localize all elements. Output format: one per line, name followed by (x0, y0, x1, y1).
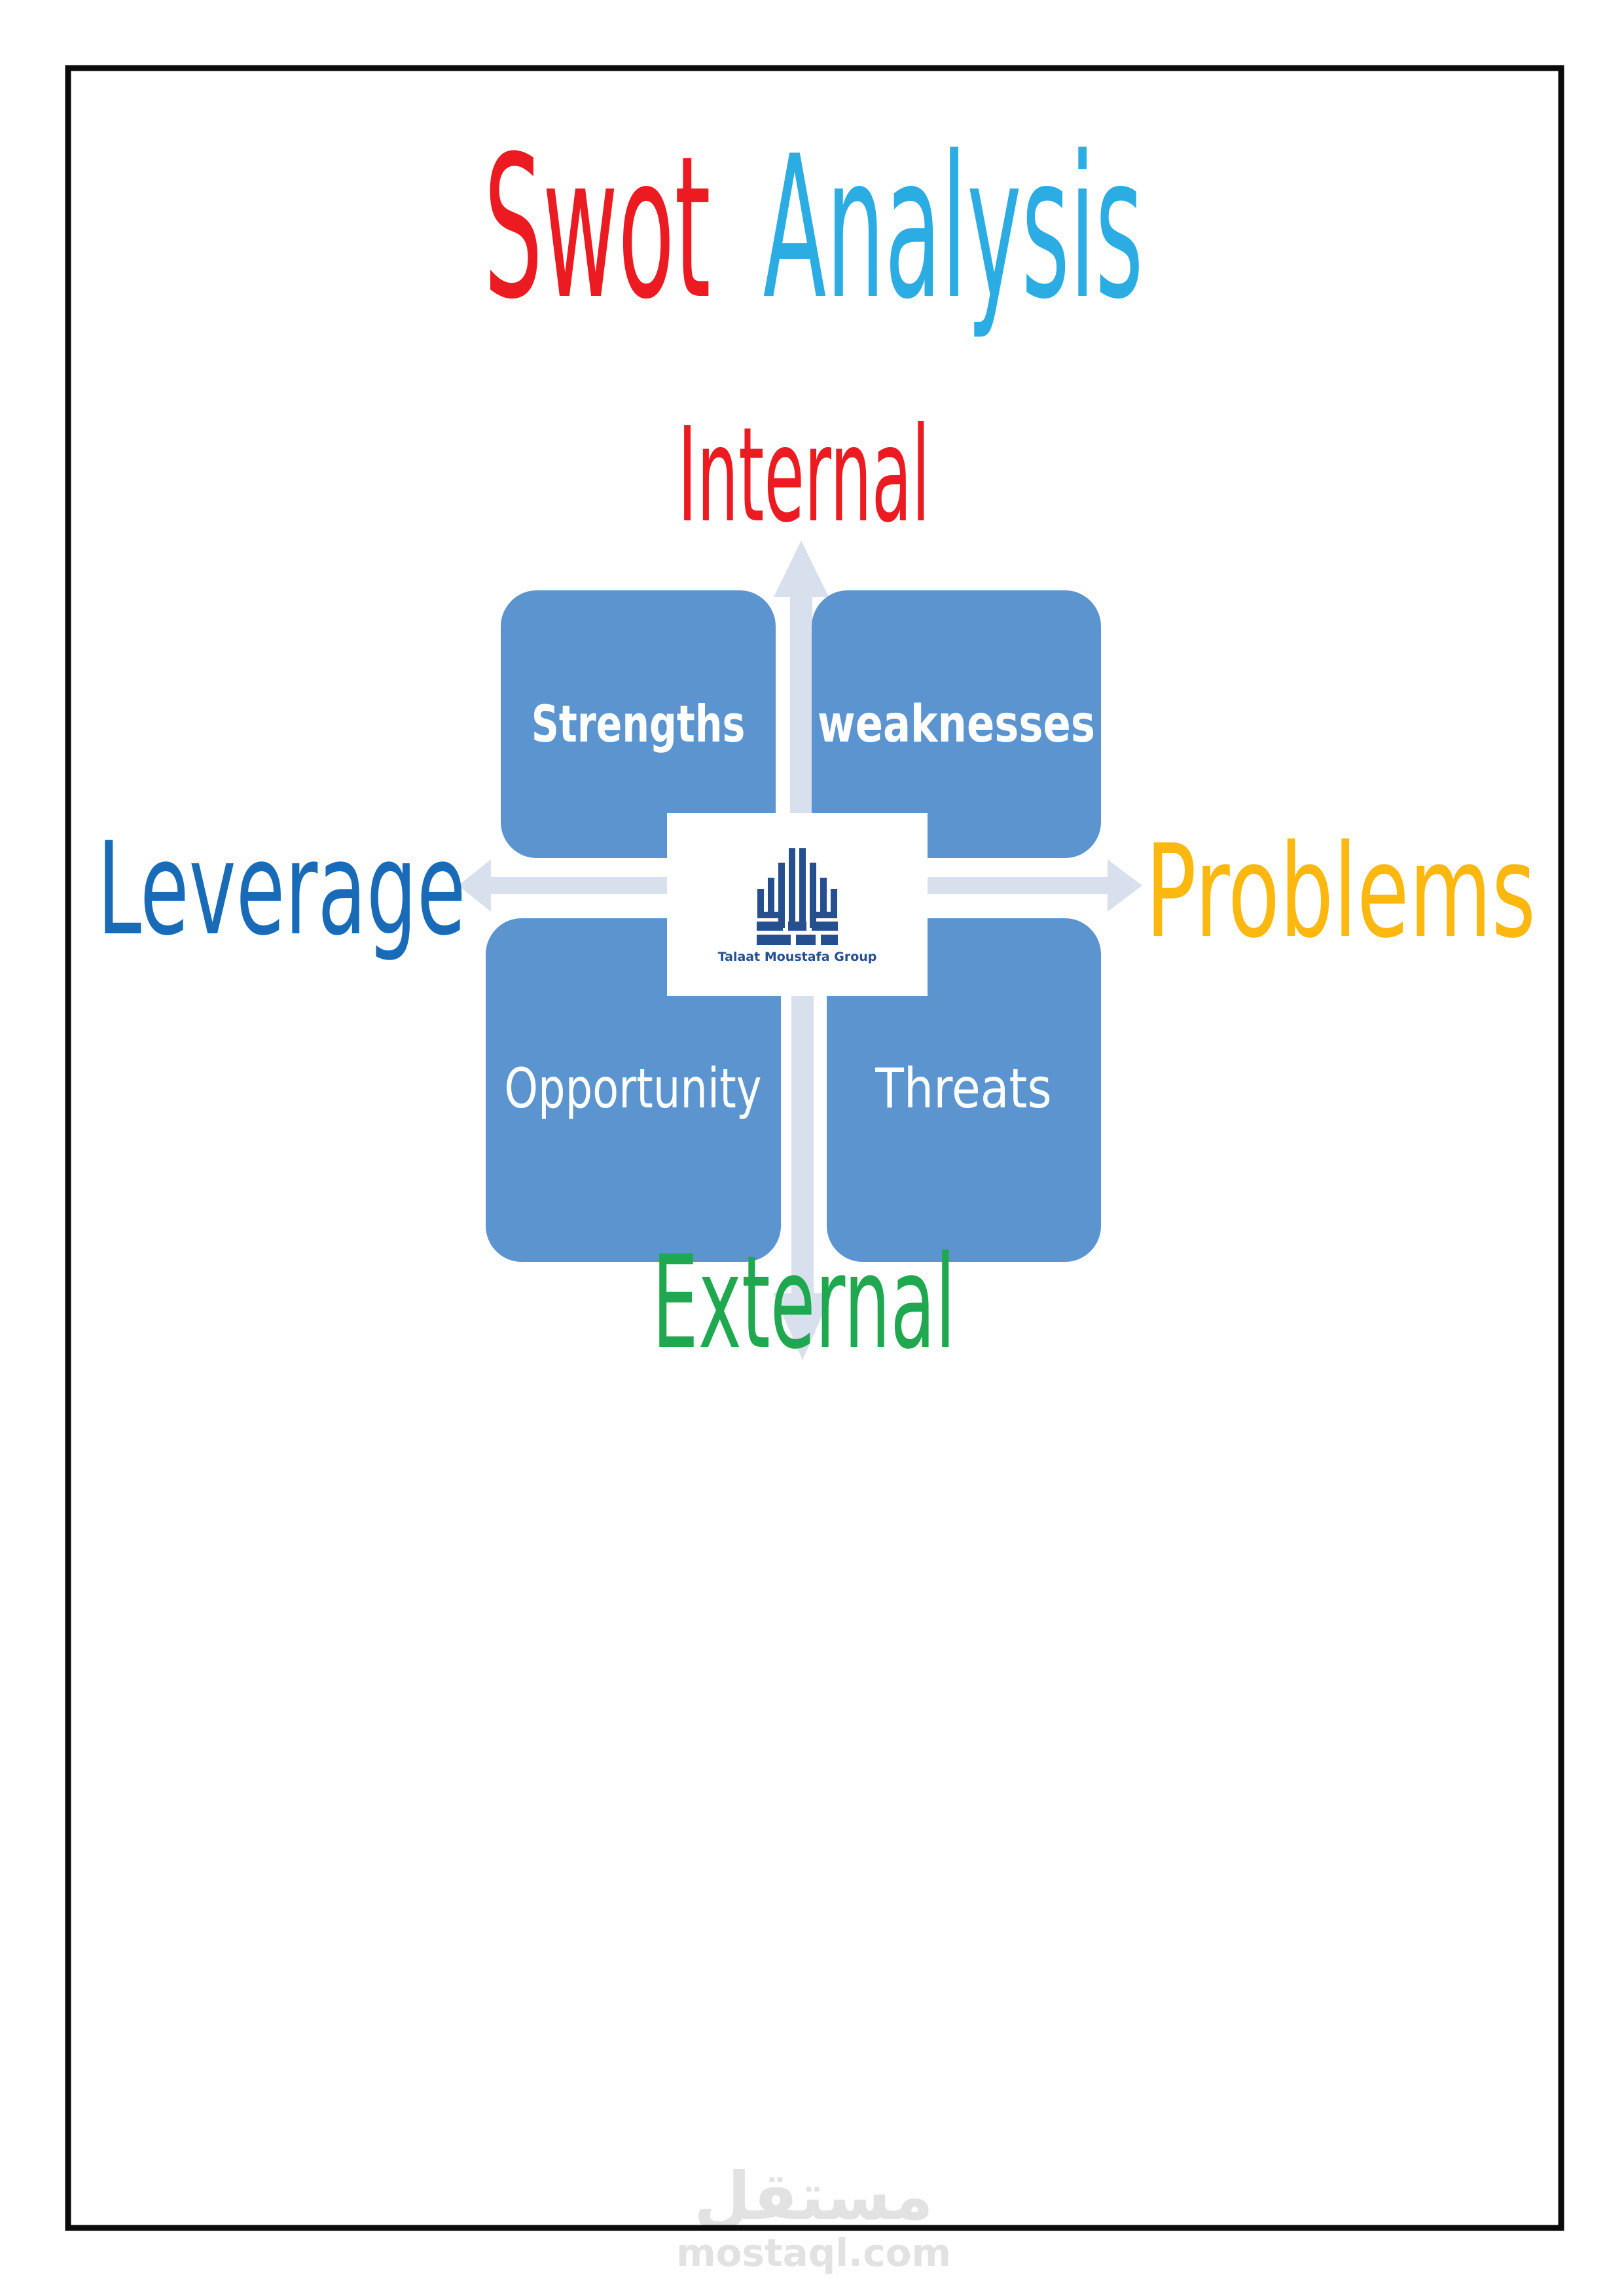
right-arrow-icon (799, 859, 1142, 912)
opportunity-box (486, 918, 781, 1262)
center-logo-card (667, 813, 928, 996)
page-title-swot: Swot (484, 114, 710, 342)
page-title-analysis: Analysis (763, 114, 1144, 342)
strengths-box (501, 590, 776, 858)
threats-box (827, 918, 1101, 1262)
external-label: External (652, 1228, 955, 1378)
weaknesses-label: weaknesses (818, 694, 1095, 754)
leverage-label: Leverage (97, 816, 465, 964)
up-arrow-icon (774, 541, 829, 905)
strengths-label: Strengths (532, 695, 746, 755)
logo-tower-icon (757, 848, 838, 945)
weaknesses-box (812, 590, 1101, 858)
page-title: Swot Analysis (484, 114, 1143, 342)
threats-label: Threats (875, 1057, 1051, 1121)
down-arrow-icon (773, 916, 832, 1360)
talaat-moustafa-logo: Talaat Moustafa Group (718, 848, 877, 964)
swot-quadrants (486, 590, 1101, 1262)
cross-arrows (458, 541, 1142, 1360)
left-arrow-icon (458, 859, 799, 912)
mostaql-watermark: مستقل mostaql.com (676, 2158, 951, 2275)
opportunity-label: Opportunity (504, 1056, 761, 1121)
internal-label: Internal (677, 399, 929, 552)
problems-label: Problems (1146, 817, 1536, 967)
watermark-latin-text: mostaql.com (676, 2231, 951, 2275)
watermark-arabic-text: مستقل (694, 2158, 933, 2234)
logo-caption: Talaat Moustafa Group (718, 950, 877, 964)
page-frame-border (65, 65, 1564, 2231)
